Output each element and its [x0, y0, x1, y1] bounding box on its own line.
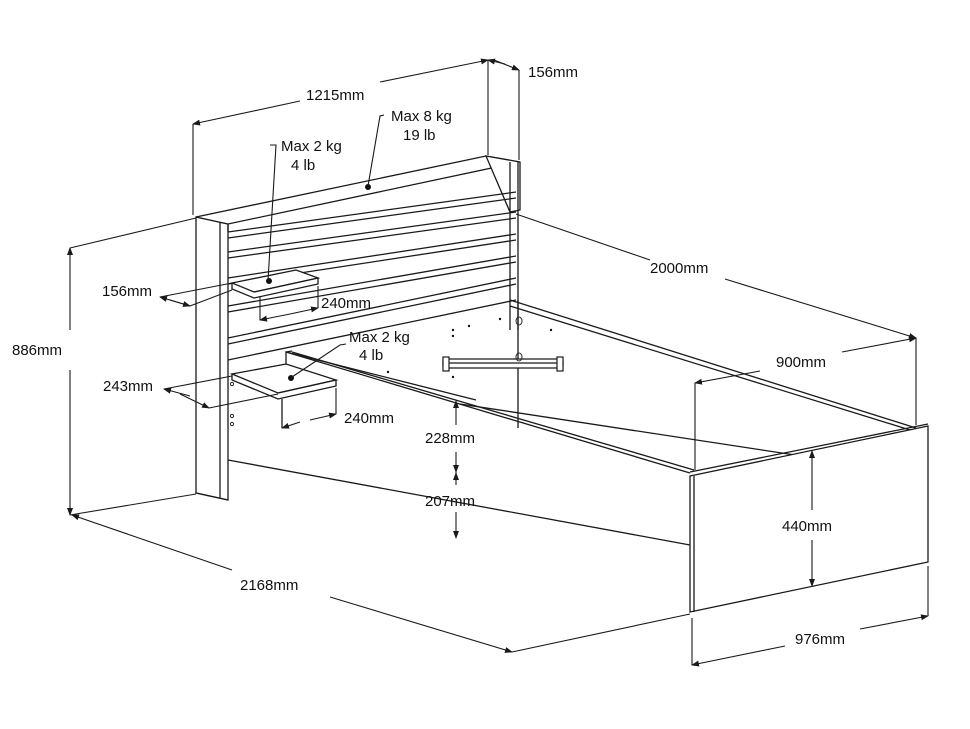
label-bed-length: 2000mm — [650, 260, 708, 277]
label-headboard-width: 1215mm — [306, 87, 364, 104]
footboard — [689, 425, 929, 613]
leader-top-shelf — [367, 114, 385, 187]
headboard-left-post — [195, 216, 229, 501]
label-lower-shelf-load-kg: Max 2 kg — [349, 329, 410, 346]
label-top-shelf-load-kg: Max 8 kg — [391, 108, 452, 125]
label-lower-shelf-width: 240mm — [344, 410, 394, 427]
post-hole — [229, 381, 235, 387]
leader-lower-shelf — [291, 343, 347, 378]
label-top-shelf-load-lb: 19 lb — [403, 127, 436, 144]
label-overall-width: 976mm — [795, 631, 845, 648]
label-upper-shelf-load-lb: 4 lb — [291, 157, 315, 174]
rail-hole — [515, 352, 523, 362]
label-rail-height: 228mm — [425, 430, 475, 447]
label-upper-shelf-load-kg: Max 2 kg — [281, 138, 342, 155]
post-hole — [229, 421, 235, 427]
lower-side-shelf — [229, 350, 477, 428]
dimension-lines — [67, 58, 929, 667]
label-overall-height: 886mm — [12, 342, 62, 359]
label-headboard-depth: 156mm — [528, 64, 578, 81]
label-overall-length: 2168mm — [240, 577, 298, 594]
cross-support-bar — [442, 356, 564, 372]
post-hole — [229, 413, 235, 419]
label-under-clearance: 207mm — [425, 493, 475, 510]
leader-upper-shelf — [267, 144, 277, 282]
label-inner-width: 900mm — [776, 354, 826, 371]
rail-hole — [515, 316, 523, 326]
upper-side-shelf — [229, 269, 321, 299]
label-upper-shelf-width: 240mm — [321, 295, 371, 312]
label-lower-shelf-depth: 243mm — [103, 378, 153, 395]
headboard — [195, 155, 521, 501]
headboard-right-post — [484, 155, 521, 213]
label-footboard-height: 440mm — [782, 518, 832, 535]
dimension-labels: 1215mm 156mm Max 8 kg 19 lb Max 2 kg 4 l… — [12, 64, 845, 648]
label-lower-shelf-load-lb: 4 lb — [359, 347, 383, 364]
bed-frame — [195, 299, 929, 613]
label-upper-shelf-depth: 156mm — [102, 283, 152, 300]
